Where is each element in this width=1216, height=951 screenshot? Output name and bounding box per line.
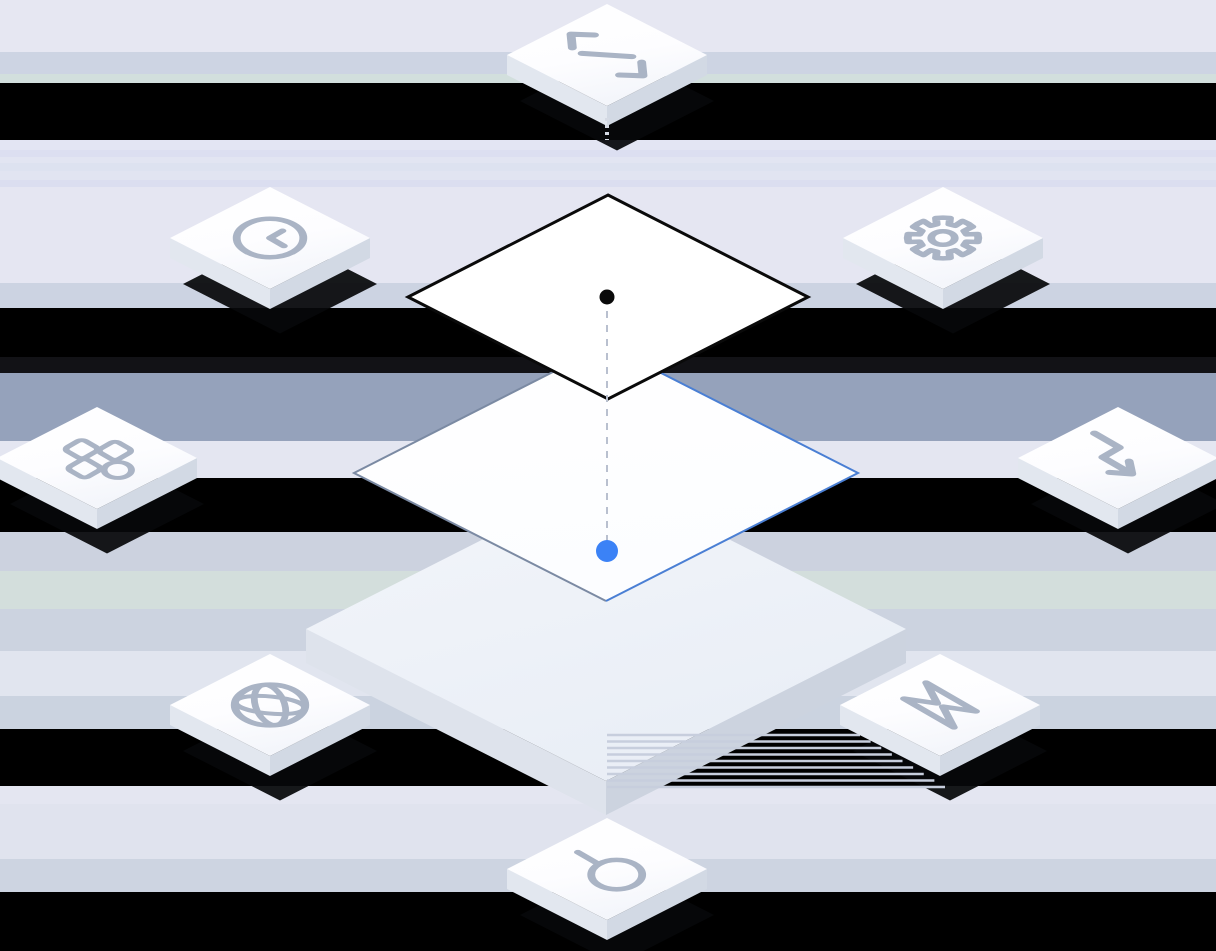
gear-icon <box>903 215 983 261</box>
tile-gear-right-face <box>943 238 1043 309</box>
tile-shuffle-right-face <box>1118 459 1216 529</box>
band-lavender-b <box>0 150 1216 157</box>
tile-clock-left-face <box>170 238 270 309</box>
tile-grid-top-face[interactable] <box>0 407 197 509</box>
tile-shuffle-top-face[interactable] <box>1018 407 1216 509</box>
tile-globe-left-face <box>170 705 270 776</box>
striped-shadow-group <box>607 733 945 789</box>
tile-search-left-face <box>507 869 607 940</box>
tile-bolt-left-face <box>840 705 940 776</box>
search-icon <box>573 849 647 892</box>
icon-tile-group <box>0 4 1216 940</box>
tile-search[interactable] <box>507 818 707 940</box>
tile-globe-top-face[interactable] <box>170 654 370 756</box>
middle-diamond-left-edge <box>351 344 607 602</box>
tile-grid-left-face <box>0 459 97 529</box>
globe-icon <box>230 682 310 728</box>
components-icon <box>62 438 135 480</box>
tile-search-right-face <box>607 869 707 940</box>
tile-code-right-face <box>607 55 707 126</box>
lightning-icon <box>900 680 980 730</box>
tile-grid[interactable] <box>0 407 197 529</box>
middle-diamond-right-edge <box>605 344 861 602</box>
bottom-node-dot[interactable] <box>596 540 618 562</box>
tile-globe-right-face <box>270 705 370 776</box>
tile-shuffle-left-face <box>1018 458 1118 529</box>
tile-gear-top-face[interactable] <box>843 187 1043 289</box>
band-lavender-e <box>0 171 1216 180</box>
platform-top-face <box>306 477 906 781</box>
connector-node-group <box>596 118 618 562</box>
tile-gear-left-face <box>843 238 943 309</box>
platform-left-face <box>306 629 606 815</box>
tile-code[interactable] <box>507 4 707 126</box>
tile-code-left-face <box>507 55 607 126</box>
band-lavender-d <box>0 163 1216 171</box>
tile-search-top-face[interactable] <box>507 818 707 920</box>
tile-globe[interactable] <box>170 654 370 776</box>
tile-bolt[interactable] <box>840 654 1040 776</box>
clock-icon <box>232 216 308 260</box>
tile-clock-right-face <box>270 238 370 309</box>
tile-gear[interactable] <box>843 187 1043 309</box>
top-node-dot[interactable] <box>599 289 615 305</box>
band-lavender-f <box>0 180 1216 187</box>
shuffle-arrow-icon <box>1090 430 1137 477</box>
code-slash-icon <box>566 31 648 79</box>
tile-bolt-right-face <box>940 705 1040 776</box>
tile-clock[interactable] <box>170 187 370 309</box>
tile-shuffle[interactable] <box>1018 407 1216 529</box>
band-lavender-c <box>0 157 1216 163</box>
tile-grid-right-face <box>97 458 197 529</box>
